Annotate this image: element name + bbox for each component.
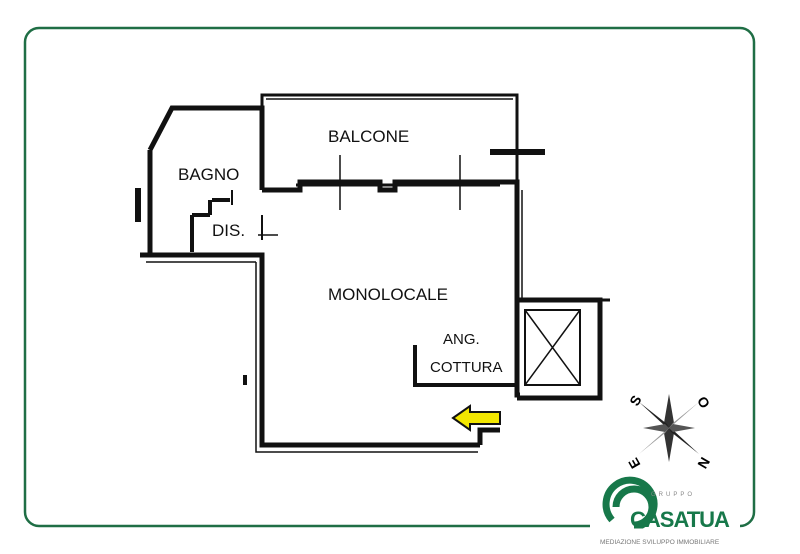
label-monolocale: MONOLOCALE xyxy=(328,285,448,304)
compass-rose-icon: S O E N xyxy=(625,392,714,471)
label-ang: ANG. xyxy=(443,331,480,348)
compass-e: E xyxy=(625,455,644,471)
compass-n: N xyxy=(695,455,714,472)
walls xyxy=(135,93,610,453)
compass-s: S xyxy=(626,392,645,408)
logo-group: GRUPPO xyxy=(651,492,695,498)
label-dis: DIS. xyxy=(212,221,245,240)
casatua-logo: GRUPPO CASATUA MEDIAZIONE SVILUPPO IMMOB… xyxy=(590,476,740,546)
label-cottura: COTTURA xyxy=(430,359,503,376)
frame-border xyxy=(23,26,756,528)
logo-name: CASATUA xyxy=(630,507,730,532)
label-bagno: BAGNO xyxy=(178,165,239,184)
logo-tagline: MEDIAZIONE SVILUPPO IMMOBILIARE xyxy=(600,539,720,546)
compass-o: O xyxy=(694,394,713,412)
entrance-arrow xyxy=(451,404,501,432)
label-balcone: BALCONE xyxy=(328,127,409,146)
